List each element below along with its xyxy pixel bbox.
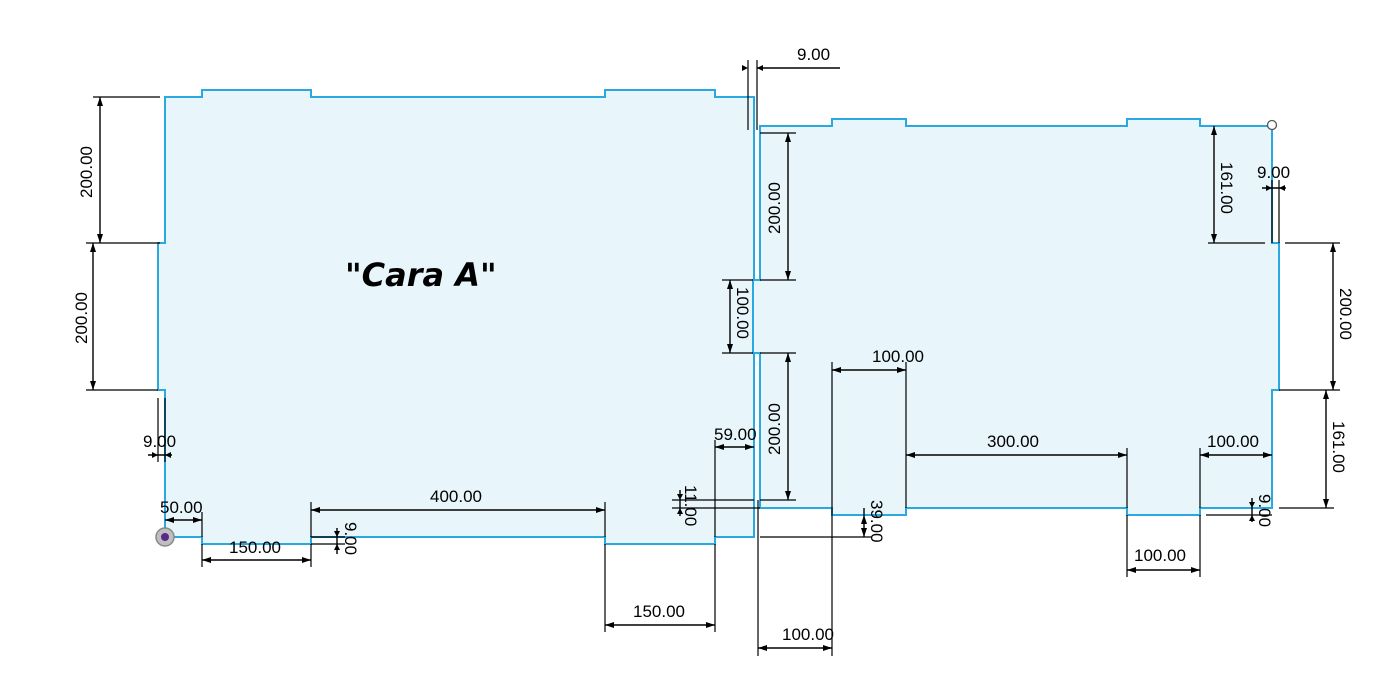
svg-text:9.00: 9.00 <box>1257 163 1290 182</box>
svg-text:300.00: 300.00 <box>987 432 1039 451</box>
svg-text:11.00: 11.00 <box>681 485 700 526</box>
dimension-center-upper[interactable]: 200.00 <box>760 132 796 281</box>
dimension-bottom-b[interactable]: 150.00 <box>604 544 716 632</box>
dimension-bottom-notch-a[interactable]: 9.00 <box>311 522 360 555</box>
svg-text:161.00: 161.00 <box>1217 162 1236 214</box>
svg-text:50.00: 50.00 <box>160 498 203 517</box>
svg-text:100.00: 100.00 <box>1207 432 1259 451</box>
dimension-right-mid[interactable]: 200.00 <box>1279 242 1355 391</box>
dimension-right-notch-bottom[interactable]: 9.00 <box>1206 494 1274 527</box>
dimension-right-upper[interactable]: 161.00 <box>1208 126 1265 244</box>
svg-text:9.00: 9.00 <box>1255 494 1274 527</box>
dimension-right-tab[interactable]: 100.00 <box>832 347 924 508</box>
dimension-bottom-long[interactable]: 400.00 <box>310 487 606 537</box>
dimension-center-gap[interactable]: 100.00 <box>722 279 753 354</box>
dimension-left-lower[interactable]: 200.00 <box>72 243 158 391</box>
dimension-right-step[interactable]: 39.00 <box>760 500 886 543</box>
face-label: "Cara A" <box>345 256 497 294</box>
svg-text:9.00: 9.00 <box>341 522 360 555</box>
origin-point-center-icon <box>161 533 169 541</box>
dimension-left-upper[interactable]: 200.00 <box>77 96 160 244</box>
dimension-right-lower[interactable]: 161.00 <box>1279 390 1348 509</box>
svg-text:161.00: 161.00 <box>1329 421 1348 473</box>
svg-text:200.00: 200.00 <box>77 146 96 198</box>
svg-text:9.00: 9.00 <box>143 432 176 451</box>
svg-text:100.00: 100.00 <box>733 287 752 339</box>
svg-text:9.00: 9.00 <box>797 45 830 64</box>
svg-text:150.00: 150.00 <box>229 538 281 557</box>
svg-text:200.00: 200.00 <box>1336 288 1355 340</box>
dimension-bottom-a[interactable]: 150.00 <box>201 538 312 567</box>
svg-text:39.00: 39.00 <box>867 500 886 543</box>
panel-a-outline[interactable] <box>157 89 755 545</box>
dimension-right-notch-top[interactable]: 9.00 <box>1257 163 1290 243</box>
dimension-right-c[interactable]: 100.00 <box>1199 432 1272 508</box>
svg-text:200.00: 200.00 <box>765 403 784 455</box>
dimension-center-offset[interactable]: 59.00 <box>714 425 757 537</box>
panel-b-outline[interactable] <box>752 118 1280 516</box>
dimension-left-notch[interactable]: 9.00 <box>143 398 176 462</box>
dimension-right-bottom-start[interactable]: 100.00 <box>758 625 834 651</box>
svg-text:100.00: 100.00 <box>782 625 834 644</box>
corner-point-icon[interactable] <box>1266 119 1278 131</box>
svg-text:400.00: 400.00 <box>430 487 482 506</box>
svg-text:59.00: 59.00 <box>714 425 757 444</box>
svg-text:200.00: 200.00 <box>72 292 91 344</box>
svg-text:100.00: 100.00 <box>1134 546 1186 565</box>
dimension-center-small[interactable]: 11.00 <box>672 485 760 526</box>
dimension-right-long[interactable]: 300.00 <box>906 432 1128 508</box>
dimension-top-gap[interactable]: 9.00 <box>742 45 840 130</box>
dimension-right-b[interactable]: 100.00 <box>1126 515 1201 577</box>
svg-text:100.00: 100.00 <box>872 347 924 366</box>
svg-text:200.00: 200.00 <box>765 182 784 234</box>
dimension-bottom-start[interactable]: 50.00 <box>160 498 203 537</box>
dimension-center-lower[interactable]: 200.00 <box>760 352 796 501</box>
svg-text:150.00: 150.00 <box>633 602 685 621</box>
